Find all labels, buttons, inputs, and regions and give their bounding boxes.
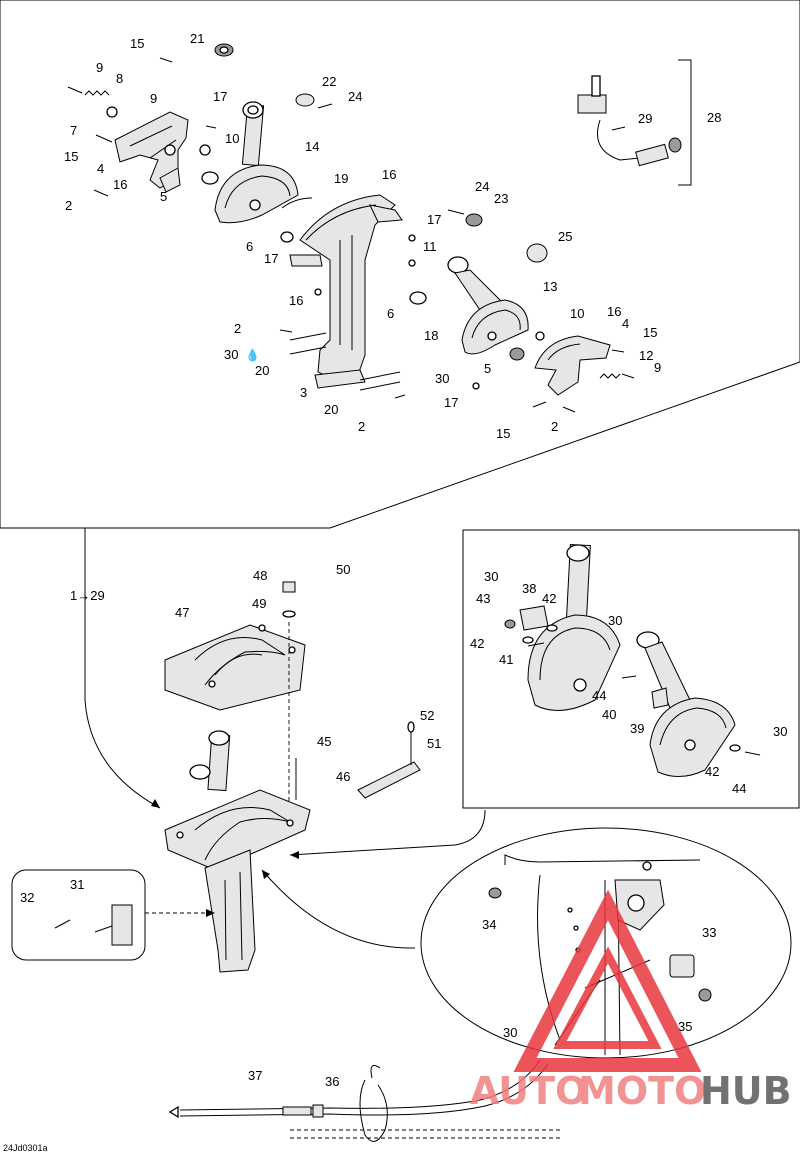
assembly-leader [84,528,161,809]
callout-9: 9 [96,60,103,75]
callout-9: 9 [654,360,661,375]
callout-43: 43 [476,591,490,606]
callout-24: 24 [348,89,362,104]
callout-20: 20 [324,402,338,417]
callout-16: 16 [289,293,303,308]
callout-35: 35 [678,1019,692,1034]
callout-25: 25 [558,229,572,244]
callout-36: 36 [325,1074,339,1089]
callout-6: 6 [387,306,394,321]
callout-13: 13 [543,279,557,294]
callout-30: 30 [224,347,238,362]
callout-10: 10 [225,131,239,146]
callout-2: 2 [551,419,558,434]
callout-42: 42 [542,591,556,606]
callout-23: 23 [494,191,508,206]
callout-17: 17 [213,89,227,104]
callout-30: 30 [773,724,787,739]
callout-2: 2 [358,419,365,434]
callout-29: 29 [638,111,652,126]
callout-12: 12 [639,348,653,363]
callout-28: 28 [707,110,721,125]
callout-50: 50 [336,562,350,577]
shift-cable [168,1059,560,1142]
callout-37: 37 [248,1068,262,1083]
callout-42: 42 [705,764,719,779]
callout-52: 52 [420,708,434,723]
callout-33: 33 [702,925,716,940]
callout-32: 32 [20,890,34,905]
callout-10: 10 [570,306,584,321]
upper-assembly [67,43,635,413]
callout-40: 40 [602,707,616,722]
watermark-logo: AUTO MOTO HUB [470,889,792,1113]
callout-49: 49 [252,596,266,611]
callout-4: 4 [97,161,104,176]
callout-46: 46 [336,769,350,784]
callout-51: 51 [427,736,441,751]
callout-30: 30 [608,613,622,628]
callout-44: 44 [592,688,606,703]
inset-switch-bracket [11,869,215,961]
callout-16: 16 [113,177,127,192]
callout-16: 16 [607,304,621,319]
callout-34: 34 [482,917,496,932]
callout-16: 16 [382,167,396,182]
callout-41: 41 [499,652,513,667]
callout-22: 22 [322,74,336,89]
callout-4: 4 [622,316,629,331]
diagram-frame [0,0,800,1059]
callout-44: 44 [732,781,746,796]
svg-text:AUTO: AUTO [470,1069,587,1113]
callout-5: 5 [160,189,167,204]
callout-48: 48 [253,568,267,583]
callout-18: 18 [424,328,438,343]
callout-31: 31 [70,877,84,892]
inset-throttle-lever [289,544,761,859]
callout-9: 9 [150,91,157,106]
callout-19: 19 [334,171,348,186]
callout-6: 6 [246,239,253,254]
callout-15: 15 [496,426,510,441]
callout-5: 5 [484,361,491,376]
lower-control-assembly [164,581,421,973]
callout-14: 14 [305,139,319,154]
callout-15: 15 [130,36,144,51]
callout-17: 17 [264,251,278,266]
callout-labels: 15 21 9 8 22 24 9 17 7 10 15 14 4 16 19 … [20,31,787,1089]
callout-47: 47 [175,605,189,620]
callout-3: 3 [300,385,307,400]
callout-42: 42 [470,636,484,651]
callout-20: 20 [255,363,269,378]
callout-39: 39 [630,721,644,736]
oil-drop-icon: 💧 [245,348,260,362]
neutral-switch-assembly [577,75,682,167]
svg-text:MOTO: MOTO [578,1069,706,1113]
callout-30: 30 [503,1025,517,1040]
callout-1-29: 1→29 [70,588,105,603]
callout-17: 17 [444,395,458,410]
callout-17: 17 [427,212,441,227]
callout-2: 2 [65,198,72,213]
callout-15: 15 [643,325,657,340]
svg-text:HUB: HUB [700,1069,792,1113]
callout-2: 2 [234,321,241,336]
callout-45: 45 [317,734,331,749]
callout-30: 30 [484,569,498,584]
callout-15: 15 [64,149,78,164]
callout-8: 8 [116,71,123,86]
callout-11: 11 [423,239,437,254]
callout-38: 38 [522,581,536,596]
callout-24: 24 [475,179,489,194]
callout-30: 30 [435,371,449,386]
callout-21: 21 [190,31,204,46]
callout-7: 7 [70,123,77,138]
detail-leader [261,869,416,949]
drawing-code: 24Jd0301a [3,1143,48,1153]
